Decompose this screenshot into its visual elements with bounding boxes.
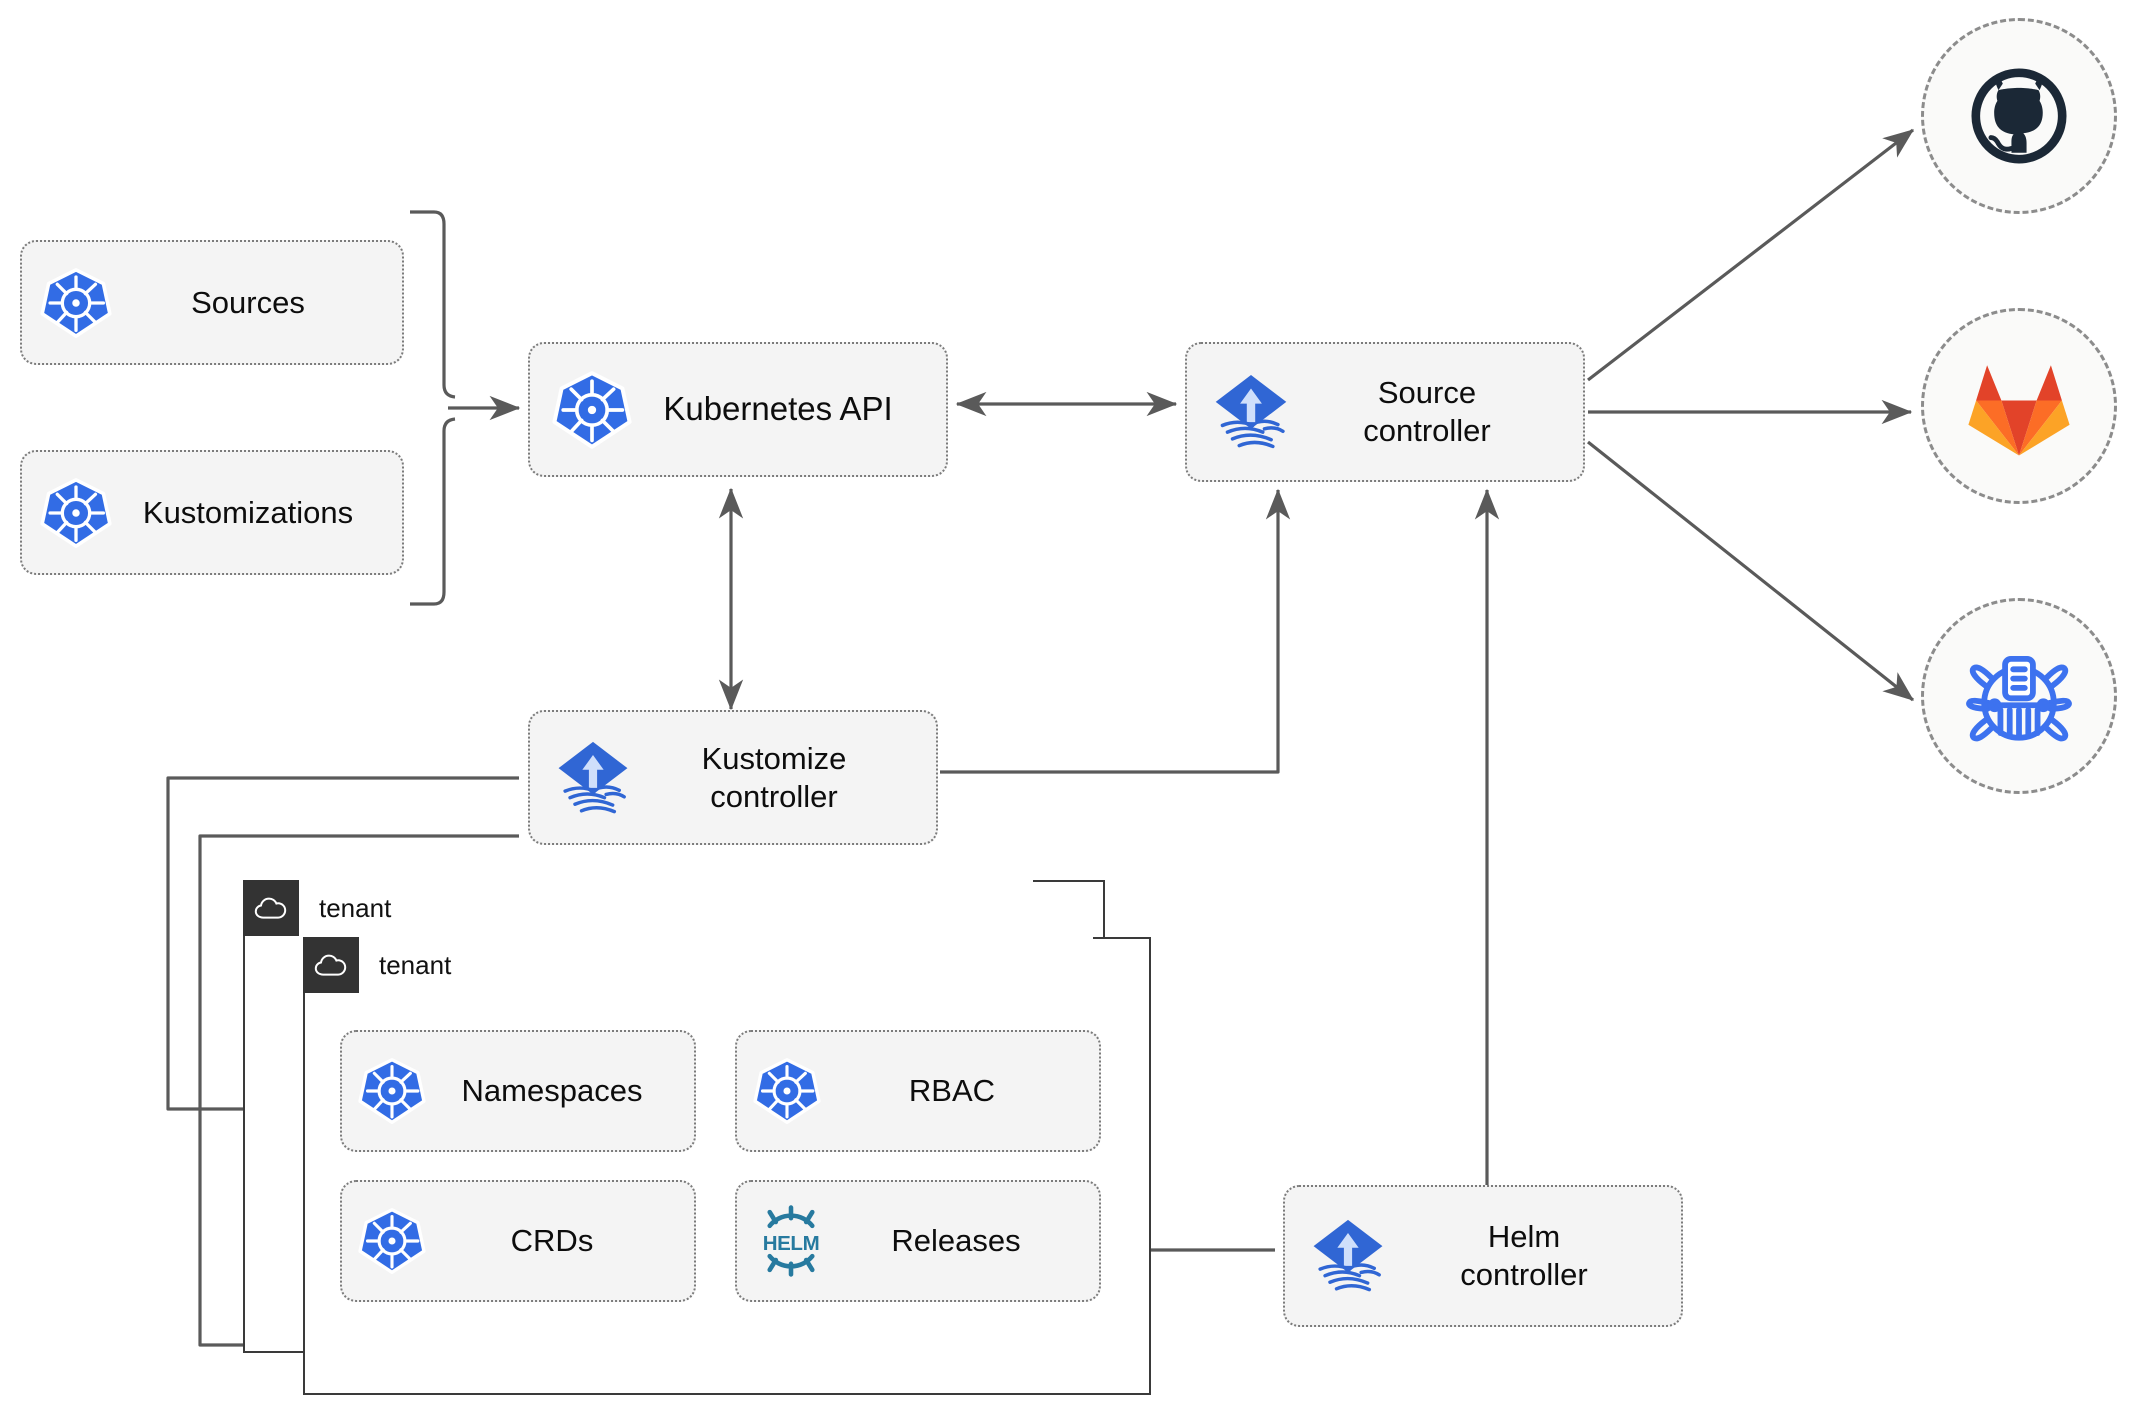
node-kustomizations[interactable]: Kustomizations	[20, 450, 404, 575]
node-label: Namespaces	[461, 1073, 643, 1109]
kubernetes-icon	[358, 1057, 426, 1125]
node-source-controller[interactable]: Source controller	[1185, 342, 1585, 482]
tenant-frame-2	[303, 937, 1151, 1395]
node-helm-controller[interactable]: Helm controller	[1283, 1185, 1683, 1327]
node-namespaces[interactable]: Namespaces	[340, 1030, 696, 1152]
node-sources[interactable]: Sources	[20, 240, 404, 365]
oci-registry-icon	[1966, 655, 2072, 742]
node-kubernetes-api[interactable]: Kubernetes API	[528, 342, 948, 477]
kubernetes-icon	[753, 1057, 821, 1125]
cloud-icon	[243, 880, 299, 936]
node-kustomize-controller[interactable]: Kustomize controller	[528, 710, 938, 845]
gitlab-icon	[1968, 365, 2070, 456]
wire-source-to-oci	[1587, 440, 1915, 702]
kubernetes-icon	[40, 267, 112, 339]
tenant-label: tenant	[359, 937, 1093, 993]
sources-bracket	[410, 210, 456, 606]
kubernetes-icon	[358, 1207, 426, 1275]
tenant-label: tenant	[299, 880, 1033, 936]
provider-gitlab[interactable]	[1921, 308, 2117, 504]
kubernetes-icon	[40, 477, 112, 549]
node-releases[interactable]: HELM Releases	[735, 1180, 1101, 1302]
node-rbac[interactable]: RBAC	[735, 1030, 1101, 1152]
flux-icon	[552, 737, 634, 819]
tenant-tab-1[interactable]: tenant	[243, 880, 1033, 936]
svg-text:HELM: HELM	[763, 1232, 820, 1255]
flux-icon	[1209, 370, 1293, 454]
provider-oci-registry[interactable]	[1921, 598, 2117, 794]
provider-github[interactable]	[1921, 18, 2117, 214]
tenant-tab-2[interactable]: tenant	[303, 937, 1093, 993]
wire-source-to-github	[1587, 128, 1915, 382]
wire-kustomize-to-source	[940, 488, 1291, 774]
node-label: Releases	[891, 1223, 1021, 1259]
cloud-icon	[303, 937, 359, 993]
node-label: Kustomize controller	[701, 740, 847, 814]
node-label: Kubernetes API	[663, 390, 893, 428]
node-label: Source controller	[1363, 375, 1491, 448]
node-label: CRDs	[510, 1223, 594, 1259]
node-label: Sources	[191, 284, 305, 320]
kubernetes-icon	[552, 370, 632, 450]
node-label: RBAC	[908, 1073, 996, 1109]
node-label: Helm controller	[1460, 1219, 1588, 1292]
github-icon	[1971, 68, 2067, 164]
helm-icon: HELM	[753, 1203, 829, 1279]
node-crds[interactable]: CRDs	[340, 1180, 696, 1302]
node-label: Kustomizations	[142, 494, 354, 530]
flux-icon	[1307, 1215, 1389, 1297]
